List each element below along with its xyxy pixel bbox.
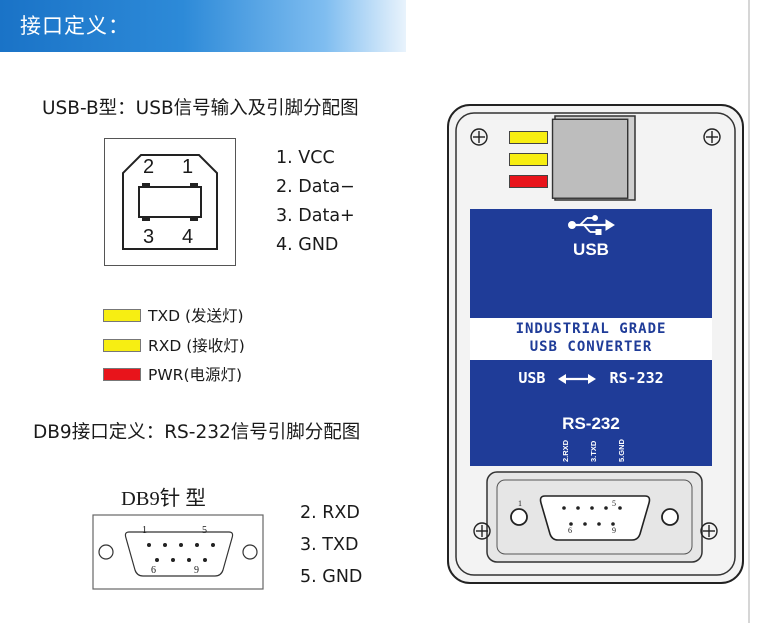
db9-pin-item: 3. TXD: [300, 535, 359, 555]
conversion-left: USB: [518, 369, 546, 387]
conversion-line: USB RS-232: [470, 369, 712, 387]
device-db9-pin-number: 9: [612, 526, 616, 535]
device-product-name: INDUSTRIAL GRADE USB CONVERTER: [470, 320, 712, 356]
db9-pin-number: 1: [142, 525, 147, 536]
pwr-led: [509, 175, 548, 188]
db9-pin-number: 6: [151, 565, 156, 576]
db9-connector-diagram: [92, 514, 264, 590]
usb-pin-number: 3: [143, 226, 155, 248]
legend-label: RXD (接收灯): [148, 337, 245, 355]
led-swatch: [103, 368, 141, 381]
usb-b-port-diagram: [104, 138, 236, 266]
device-db9-pin-number: 5: [612, 499, 616, 508]
usb-b-port-outline: [122, 154, 218, 250]
device-db9-pin-number: 1: [518, 499, 522, 508]
txd-led: [509, 131, 548, 144]
page-border: [748, 0, 750, 623]
usb-pin-number: 1: [182, 156, 194, 178]
double-arrow-icon: [558, 373, 597, 384]
device-usb-label: USB: [573, 240, 609, 259]
db9-pin-number: 9: [194, 565, 199, 576]
usb-pin-number: 4: [182, 226, 194, 248]
header-title: 接口定义：: [20, 14, 130, 38]
device-pin-label: 2.RXD: [561, 439, 570, 462]
usb-pin-item: 2. Data−: [276, 177, 355, 197]
usb-pin-item: 4. GND: [276, 235, 339, 255]
section-header: 接口定义：: [0, 0, 406, 52]
legend-label: PWR(电源灯): [148, 366, 243, 384]
device-pin-label: 5.GND: [617, 439, 626, 462]
db9-pin-list: 2. RXD 3. TXD 5. GND: [300, 497, 362, 593]
legend-label: TXD (发送灯): [148, 307, 244, 325]
led-swatch: [103, 339, 141, 352]
db9-pin-item: 2. RXD: [300, 503, 360, 523]
product-name-line: USB CONVERTER: [529, 339, 653, 355]
db9-pin-number: 5: [202, 525, 207, 536]
usb-pin-number: 2: [143, 156, 155, 178]
usb-section-title: USB-B型：USB信号输入及引脚分配图: [42, 98, 359, 119]
conversion-right: RS-232: [609, 369, 664, 387]
device-product-band: [470, 318, 712, 360]
usb-icon: [568, 215, 615, 235]
product-name-line: INDUSTRIAL GRADE: [515, 321, 667, 337]
device-pin-label: 3.TXD: [589, 440, 598, 462]
db9-section-title: DB9接口定义：RS-232信号引脚分配图: [33, 422, 361, 443]
db9-caption: DB9针 型: [121, 488, 206, 510]
db9-pin-item: 5. GND: [300, 567, 363, 587]
device-db9-pin-number: 6: [568, 526, 572, 535]
usb-pin-item: 3. Data+: [276, 206, 355, 226]
usb-pin-list: 1. VCC 2. Data− 3. Data+ 4. GND: [276, 144, 355, 260]
usb-pin-item: 1. VCC: [276, 148, 335, 168]
device-rs232-label: RS-232: [562, 414, 620, 433]
rxd-led: [509, 153, 548, 166]
led-swatch: [103, 309, 141, 322]
